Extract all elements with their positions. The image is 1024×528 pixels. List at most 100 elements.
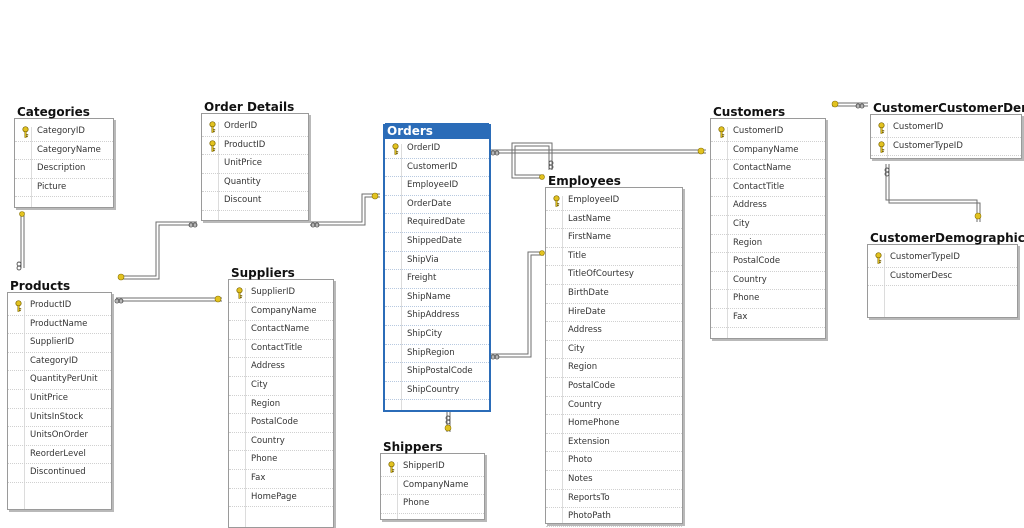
column-row[interactable]: Fax [711,309,825,328]
column-row[interactable]: Phone [381,495,484,514]
column-row[interactable]: ContactName [229,321,333,340]
column-row[interactable]: ContactTitle [229,340,333,359]
column-row[interactable]: TitleOfCourtesy [546,266,682,285]
column-row[interactable]: SupplierID [8,334,111,353]
column-row[interactable]: HomePage [229,489,333,508]
column-row[interactable]: Address [546,322,682,341]
column-row[interactable]: ContactTitle [711,179,825,198]
column-row[interactable]: CompanyName [711,142,825,161]
column-row[interactable]: Country [229,433,333,452]
table-title[interactable]: CustomerDemographics [870,231,1024,245]
column-row[interactable]: UnitPrice [8,390,111,409]
column-row[interactable]: CompanyName [381,477,484,496]
column-row[interactable]: PostalCode [546,378,682,397]
column-row[interactable]: ShipName [385,289,489,308]
table-title[interactable]: Shippers [383,440,443,454]
column-row[interactable]: Freight [385,270,489,289]
column-row[interactable]: RequiredDate [385,214,489,233]
column-row[interactable]: CustomerID [385,159,489,178]
column-row[interactable]: City [546,341,682,360]
column-row[interactable]: UnitsOnOrder [8,427,111,446]
column-row[interactable]: ProductID [8,297,111,316]
column-row[interactable]: ReorderLevel [8,446,111,465]
column-row[interactable]: CustomerID [711,123,825,142]
table-title[interactable]: Categories [17,105,90,119]
column-row[interactable]: ShippedDate [385,233,489,252]
column-row[interactable]: CategoryID [15,123,113,142]
column-row[interactable]: ShipCountry [385,382,489,401]
column-row[interactable]: Region [229,396,333,415]
column-row[interactable]: City [711,216,825,235]
table-title[interactable]: Order Details [204,100,295,114]
column-row[interactable]: CustomerTypeID [871,138,1021,157]
column-row[interactable]: Discount [202,192,308,211]
column-row[interactable]: Photo [546,452,682,471]
column-row[interactable]: EmployeeID [546,192,682,211]
column-row[interactable]: CompanyName [229,303,333,322]
column-row[interactable]: OrderID [385,140,489,159]
column-row[interactable]: Picture [15,179,113,198]
column-row[interactable]: LastName [546,211,682,230]
table-title[interactable]: Suppliers [231,266,295,280]
column-row[interactable]: ReportsTo [546,490,682,509]
column-row[interactable]: Phone [711,290,825,309]
column-row[interactable]: ShipVia [385,252,489,271]
column-row[interactable]: Country [546,397,682,416]
column-row[interactable]: Quantity [202,174,308,193]
column-row[interactable]: Region [711,235,825,254]
column-row[interactable]: FirstName [546,229,682,248]
column-row[interactable]: Fax [229,470,333,489]
column-row[interactable]: CustomerID [871,119,1021,138]
column-row[interactable]: ShipRegion [385,345,489,364]
column-row[interactable]: Region [546,359,682,378]
column-row[interactable]: EmployeeID [385,177,489,196]
column-row[interactable]: Address [229,358,333,377]
column-row[interactable]: Address [711,197,825,216]
column-row[interactable]: Phone [229,451,333,470]
column-row[interactable]: HireDate [546,304,682,323]
column-row[interactable]: ContactName [711,160,825,179]
column-row[interactable]: OrderDate [385,196,489,215]
column-row[interactable]: ShipperID [381,458,484,477]
column-row[interactable]: SupplierID [229,284,333,303]
table-title[interactable]: CustomerCustomerDemo [873,101,1024,115]
column-row[interactable]: ProductID [202,137,308,156]
column-row[interactable]: OrderID [202,118,308,137]
column-row[interactable]: Discontinued [8,464,111,483]
column-row[interactable]: ShipAddress [385,307,489,326]
column-row[interactable]: City [229,377,333,396]
column-row[interactable]: Extension [546,434,682,453]
column-row[interactable]: CategoryID [8,353,111,372]
column-row[interactable]: CustomerDesc [868,268,1017,287]
table-title[interactable]: Employees [548,174,621,188]
table-title[interactable]: Products [10,279,71,293]
column-row[interactable]: Title [546,248,682,267]
column-row[interactable]: BirthDate [546,285,682,304]
column-row[interactable]: PhotoPath [546,508,682,527]
table-title[interactable]: Customers [713,105,786,119]
table-title[interactable]: Orders [385,123,489,139]
column-row[interactable]: QuantityPerUnit [8,371,111,390]
column-row[interactable]: CustomerTypeID [868,249,1017,268]
column-row[interactable]: ShipPostalCode [385,363,489,382]
column-row[interactable]: PostalCode [711,253,825,272]
column-row[interactable]: HomePhone [546,415,682,434]
table-customer-customer-demo[interactable]: CustomerCustomerDemo CustomerIDCustomerT… [870,101,1024,159]
column-row[interactable]: ShipCity [385,326,489,345]
column-row[interactable]: Description [15,160,113,179]
column-row[interactable]: Notes [546,471,682,490]
column-row[interactable]: UnitPrice [202,155,308,174]
column-row[interactable]: ProductName [8,316,111,335]
column-row[interactable]: UnitsInStock [8,409,111,428]
column-row[interactable]: CategoryName [15,142,113,161]
column-row[interactable]: PostalCode [229,414,333,433]
